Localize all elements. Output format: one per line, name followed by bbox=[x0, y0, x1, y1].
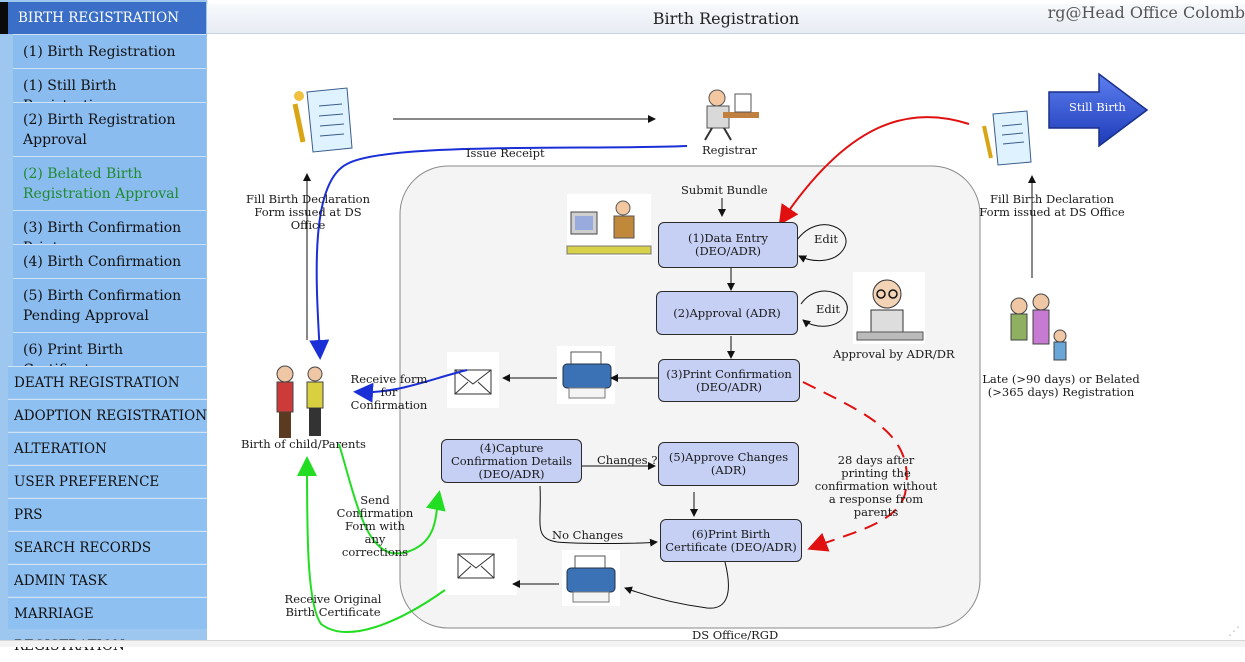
registrar-illustration bbox=[693, 74, 761, 142]
edit-label-2: Edit bbox=[816, 302, 841, 316]
page-title: Birth Registration bbox=[652, 9, 800, 28]
menu-user-preference[interactable]: USER PREFERENCE bbox=[8, 465, 207, 497]
still-birth-label[interactable]: Still Birth bbox=[1069, 100, 1126, 114]
menu-admin-task[interactable]: ADMIN TASK bbox=[8, 564, 207, 596]
resize-grip-icon[interactable]: ⋰ bbox=[1228, 624, 1240, 638]
receive-original-label: Receive Original Birth Certificate bbox=[284, 592, 382, 619]
edit-label-1: Edit bbox=[814, 232, 839, 246]
process-approval[interactable]: (2)Approval (ADR) bbox=[656, 291, 798, 335]
family-illustration-right bbox=[1000, 290, 1076, 368]
menu-print-birth-certificate[interactable]: (6) Print Birth Certificate bbox=[13, 332, 206, 378]
menu-prs[interactable]: PRS bbox=[8, 498, 207, 530]
declaration-form-illustration-right bbox=[975, 106, 1039, 170]
menu-belated-birth-registration-approval[interactable]: (2) Belated Birth Registration Approval bbox=[13, 156, 206, 210]
issue-receipt-label: Issue Receipt bbox=[466, 146, 545, 160]
late-registration-label: Late (>90 days) or Belated (>365 days) R… bbox=[982, 372, 1140, 399]
status-strip bbox=[0, 640, 1245, 647]
declaration-form-illustration-left bbox=[274, 85, 380, 159]
menu-birth-registration-1[interactable]: (1) Birth Registration bbox=[13, 34, 206, 68]
menu-adoption-registration[interactable]: ADOPTION REGISTRATION bbox=[8, 399, 207, 431]
data-entry-illustration bbox=[566, 194, 652, 256]
sidebar-menu: BIRTH REGISTRATION (1) Birth Registratio… bbox=[0, 0, 208, 654]
user-info: rg@Head Office Colomb bbox=[1047, 3, 1245, 22]
menu-birth-registration-approval[interactable]: (2) Birth Registration Approval bbox=[13, 102, 206, 156]
process-data-entry[interactable]: (1)Data Entry (DEO/ADR) bbox=[658, 222, 798, 268]
birth-of-child-label: Birth of child/Parents bbox=[241, 437, 366, 451]
menu-search-records[interactable]: SEARCH RECORDS bbox=[8, 531, 207, 563]
printer-2 bbox=[562, 550, 620, 606]
no-changes-label: No Changes bbox=[552, 528, 624, 542]
changes-label: Changes ? bbox=[597, 453, 658, 467]
menu-marriage-registration[interactable]: MARRIAGE REGISTRATION bbox=[8, 597, 207, 654]
menu-birth-confirmation[interactable]: (4) Birth Confirmation bbox=[13, 244, 206, 278]
process-print-confirmation[interactable]: (3)Print Confirmation (DEO/ADR) bbox=[658, 359, 800, 402]
send-confirmation-label: Send Confirmation Form with any correcti… bbox=[336, 493, 414, 559]
ds-office-label: DS Office/RGD bbox=[692, 628, 779, 642]
menu-alteration[interactable]: ALTERATION bbox=[8, 432, 207, 464]
submit-bundle-label: Submit Bundle bbox=[681, 183, 768, 197]
envelope-2 bbox=[437, 539, 517, 595]
process-diagram: (1)Data Entry (DEO/ADR) (2)Approval (ADR… bbox=[207, 34, 1245, 642]
menu-birth-confirmation-print[interactable]: (3) Birth Confirmation Print bbox=[13, 210, 206, 256]
envelope-1 bbox=[447, 352, 499, 408]
process-print-birth-certificate[interactable]: (6)Print Birth Certificate (DEO/ADR) bbox=[660, 519, 802, 562]
menu-still-birth-registration[interactable]: (1) Still Birth Registration bbox=[13, 68, 206, 114]
fill-form-right-label: Fill Birth Declaration Form issued at DS… bbox=[979, 192, 1125, 219]
menu-birth-confirmation-pending-approval[interactable]: (5) Birth Confirmation Pending Approval bbox=[13, 278, 206, 332]
still-birth-arrow-shape bbox=[1048, 72, 1149, 148]
menu-birth-registration[interactable]: BIRTH REGISTRATION bbox=[0, 2, 206, 34]
family-illustration-left bbox=[265, 362, 337, 440]
process-capture-confirmation[interactable]: (4)Capture Confirmation Details (DEO/ADR… bbox=[441, 439, 582, 483]
fill-form-left-label: Fill Birth Declaration Form issued at DS… bbox=[246, 192, 370, 232]
process-approve-changes[interactable]: (5)Approve Changes (ADR) bbox=[658, 442, 799, 486]
days-note-label: 28 days after printing the confirmation … bbox=[814, 453, 938, 519]
printer-1 bbox=[557, 346, 615, 404]
menu-death-registration[interactable]: DEATH REGISTRATION bbox=[8, 366, 207, 398]
approval-by-label: Approval by ADR/DR bbox=[833, 347, 955, 361]
receive-form-label: Receive form for Confirmation bbox=[350, 372, 428, 412]
registrar-label: Registrar bbox=[702, 143, 757, 157]
page-header: Birth Registration rg@Head Office Colomb bbox=[207, 3, 1245, 34]
approval-person-illustration bbox=[853, 272, 925, 344]
